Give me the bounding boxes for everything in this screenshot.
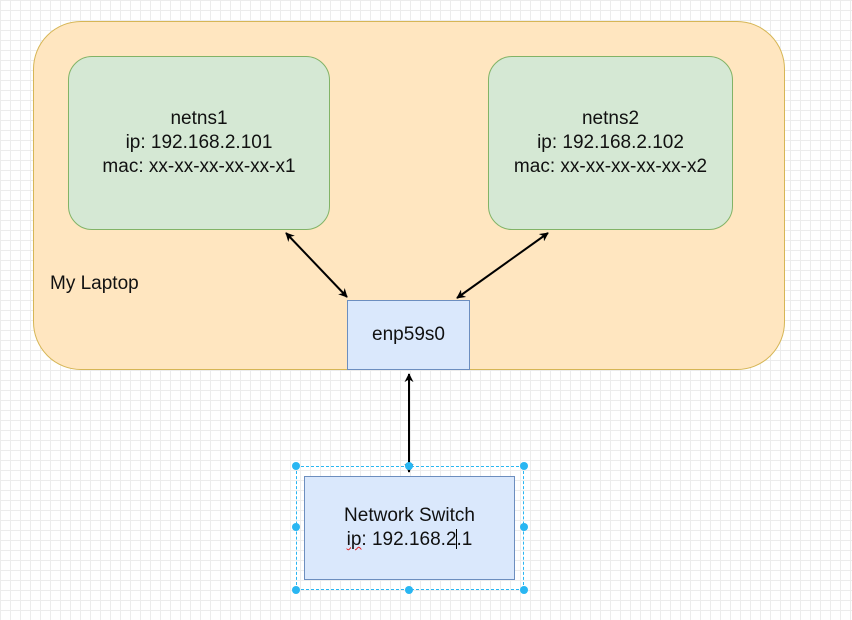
resize-handle-bottom-right[interactable]: [520, 586, 528, 594]
interface-label: enp59s0: [372, 324, 445, 345]
netns1-node[interactable]: netns1 ip: 192.168.2.101 mac: xx-xx-xx-x…: [68, 56, 330, 230]
switch-ip-prefix: ip: [346, 529, 362, 550]
resize-handle-bottom[interactable]: [405, 586, 413, 594]
netns2-name: netns2: [581, 108, 640, 129]
network-switch-node[interactable]: Network Switch ip: 192.168.2.1: [304, 476, 515, 580]
switch-ip[interactable]: ip: 192.168.2.1: [346, 528, 473, 552]
edge-netns1-interface[interactable]: [285, 232, 348, 298]
resize-handle-left[interactable]: [292, 523, 300, 531]
edge-netns2-interface[interactable]: [456, 232, 549, 299]
netns2-ip: ip: 192.168.2.102: [537, 132, 684, 153]
switch-name: Network Switch: [344, 505, 475, 526]
resize-handle-top-right[interactable]: [520, 462, 528, 470]
enp59s0-interface-node[interactable]: enp59s0: [347, 300, 470, 370]
netns2-mac: mac: xx-xx-xx-xx-xx-x2: [513, 156, 708, 177]
laptop-label: My Laptop: [50, 273, 139, 294]
resize-handle-bottom-left[interactable]: [292, 586, 300, 594]
netns1-name: netns1: [170, 108, 228, 129]
netns1-mac: mac: xx-xx-xx-xx-xx-x1: [102, 156, 296, 177]
switch-ip-before-caret: : 192.168.2: [361, 529, 457, 550]
netns2-node[interactable]: netns2 ip: 192.168.2.102 mac: xx-xx-xx-x…: [488, 56, 733, 230]
resize-handle-right[interactable]: [520, 523, 528, 531]
switch-ip-after-caret: .1: [456, 529, 473, 550]
resize-handle-top-left[interactable]: [292, 462, 300, 470]
text-caret: [456, 529, 458, 549]
netns1-ip: ip: 192.168.2.101: [125, 132, 273, 153]
resize-handle-top[interactable]: [405, 462, 413, 470]
